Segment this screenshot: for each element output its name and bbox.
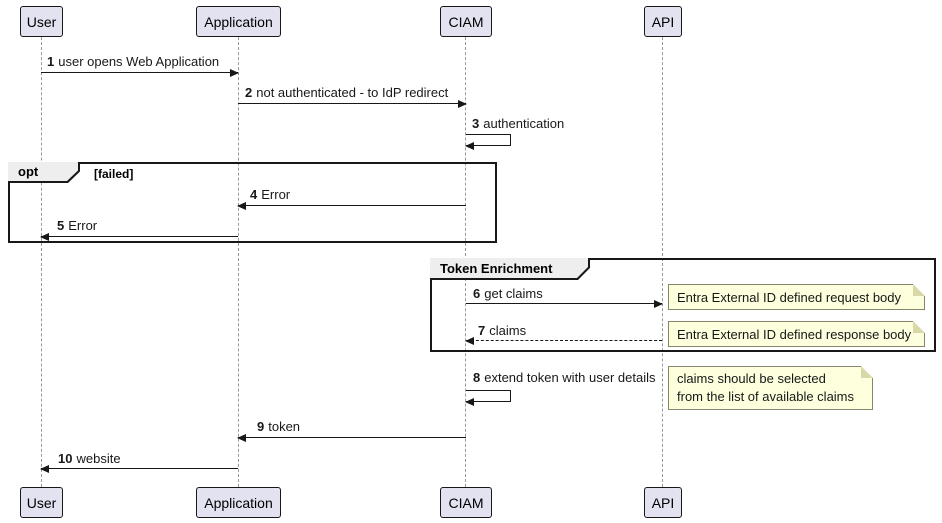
participant-label: Application — [204, 13, 273, 30]
message-text: authentication — [483, 116, 565, 131]
lifeline-user — [41, 37, 42, 487]
arrowhead-left-icon — [465, 336, 474, 345]
arrowhead-right-icon — [230, 68, 239, 77]
opt-frame-tab: opt — [8, 162, 80, 183]
arrowhead-left-icon — [237, 433, 246, 442]
arrowhead-left-icon — [40, 464, 49, 473]
note-claims-selection: claims should be selected from the list … — [668, 366, 873, 410]
token-enrichment-frame-tab: Token Enrichment — [430, 258, 590, 280]
participant-ciam-bottom: CIAM — [440, 487, 492, 518]
participant-user-bottom: User — [20, 487, 63, 518]
message-number: 3 — [472, 116, 480, 131]
message-text: not authenticated - to IdP redirect — [256, 85, 449, 100]
lifeline-api — [662, 37, 663, 487]
message-text: get claims — [484, 286, 543, 301]
arrowhead-left-icon — [465, 398, 474, 406]
message-number: 9 — [257, 419, 265, 434]
message-number: 8 — [473, 370, 481, 385]
message-number: 6 — [473, 286, 481, 301]
frame-keyword: opt — [8, 162, 78, 181]
message-number: 4 — [250, 187, 258, 202]
arrowhead-left-icon — [465, 142, 474, 150]
message-10-arrow — [40, 464, 238, 473]
message-text: Error — [68, 218, 98, 233]
message-1-arrow — [41, 68, 239, 77]
message-number: 2 — [245, 85, 253, 100]
message-text: user opens Web Application — [58, 54, 220, 69]
participant-api-bottom: API — [644, 487, 682, 518]
note-request-body: Entra External ID defined request body — [668, 284, 925, 310]
message-text: Error — [261, 187, 291, 202]
participant-ciam-top: CIAM — [440, 6, 492, 37]
message-number: 1 — [47, 54, 55, 69]
message-text: claims — [489, 323, 527, 338]
note-text: Entra External ID defined request body — [677, 289, 902, 305]
opt-frame-guard: [failed] — [94, 167, 134, 181]
participant-user-top: User — [20, 6, 63, 37]
lifeline-application — [238, 37, 239, 487]
note-text: Entra External ID defined response body — [677, 326, 912, 342]
participant-label: Application — [204, 494, 273, 511]
participant-label: CIAM — [448, 494, 484, 511]
note-text-line: claims should be selected — [677, 371, 826, 386]
message-4-arrow — [237, 201, 466, 210]
participant-api-top: API — [644, 6, 682, 37]
message-7-arrow — [465, 336, 662, 345]
arrowhead-right-icon — [654, 299, 663, 308]
participant-application-bottom: Application — [196, 487, 281, 518]
arrowhead-left-icon — [237, 201, 246, 210]
frame-keyword: Token Enrichment — [430, 258, 588, 278]
participant-application-top: Application — [196, 6, 281, 37]
message-9-arrow — [237, 433, 466, 442]
message-3-self-arrow — [465, 134, 511, 150]
arrowhead-right-icon — [458, 99, 467, 108]
note-response-body: Entra External ID defined response body — [668, 321, 925, 347]
message-number: 5 — [57, 218, 65, 233]
message-2-arrow — [238, 99, 467, 108]
participant-label: CIAM — [448, 13, 484, 30]
note-text-line: from the list of available claims — [677, 389, 855, 404]
opt-frame: opt [failed] — [8, 162, 497, 243]
arrowhead-left-icon — [40, 232, 49, 241]
participant-label: API — [651, 494, 675, 511]
message-8-self-arrow — [465, 390, 511, 406]
message-text: extend token with user details — [484, 370, 656, 385]
participant-label: User — [26, 13, 57, 30]
token-enrichment-frame: Token Enrichment — [430, 258, 936, 352]
message-5-arrow — [40, 232, 238, 241]
message-6-arrow — [466, 299, 663, 308]
message-text: website — [76, 451, 121, 466]
message-text: token — [268, 419, 301, 434]
message-number: 7 — [478, 323, 486, 338]
participant-label: User — [26, 494, 57, 511]
participant-label: API — [651, 13, 675, 30]
message-number: 10 — [58, 451, 73, 466]
